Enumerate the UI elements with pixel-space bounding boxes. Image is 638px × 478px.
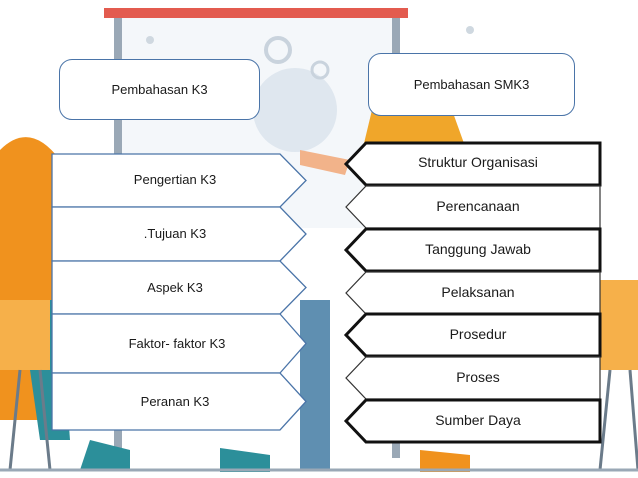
right-item-label: Pelaksanan bbox=[441, 284, 515, 300]
shoe-shape bbox=[220, 448, 270, 472]
right-chair bbox=[600, 280, 638, 370]
chair-leg bbox=[8, 369, 22, 471]
shoe-shape bbox=[420, 450, 470, 472]
right-item-label: Sumber Daya bbox=[435, 412, 521, 428]
shoe-shape bbox=[80, 440, 130, 470]
right-person-shape bbox=[360, 110, 470, 160]
gear-icon bbox=[310, 60, 330, 80]
left-item-label: .Tujuan K3 bbox=[143, 226, 207, 241]
right-item-label: Perencanaan bbox=[436, 198, 520, 214]
header-right-box: Pembahasan SMK3 bbox=[368, 53, 575, 116]
chair-leg bbox=[38, 369, 52, 471]
left-item-label: Aspek K3 bbox=[147, 280, 203, 295]
header-left-label: Pembahasan K3 bbox=[111, 82, 208, 97]
chair-leg bbox=[628, 369, 638, 471]
header-right-label: Pembahasan SMK3 bbox=[413, 77, 530, 92]
dot-decoration bbox=[466, 26, 474, 34]
right-item-label: Tanggung Jawab bbox=[425, 241, 531, 257]
left-item-label: Faktor- faktor K3 bbox=[128, 336, 226, 351]
right-item-label: Prosedur bbox=[449, 326, 507, 342]
globe-shape bbox=[253, 68, 337, 152]
board-top-bar bbox=[104, 8, 408, 18]
right-item-label: Proses bbox=[456, 369, 500, 385]
board-stand bbox=[300, 300, 330, 470]
right-person-arm bbox=[300, 150, 350, 175]
left-item-label: Peranan K3 bbox=[140, 394, 210, 409]
right-item-label: Struktur Organisasi bbox=[418, 154, 538, 170]
dot-decoration bbox=[146, 36, 154, 44]
chair-leg bbox=[598, 369, 612, 471]
gear-icon bbox=[264, 36, 292, 64]
left-item-label: Pengertian K3 bbox=[133, 172, 217, 187]
header-left-box: Pembahasan K3 bbox=[59, 59, 260, 120]
left-chair bbox=[0, 300, 50, 370]
